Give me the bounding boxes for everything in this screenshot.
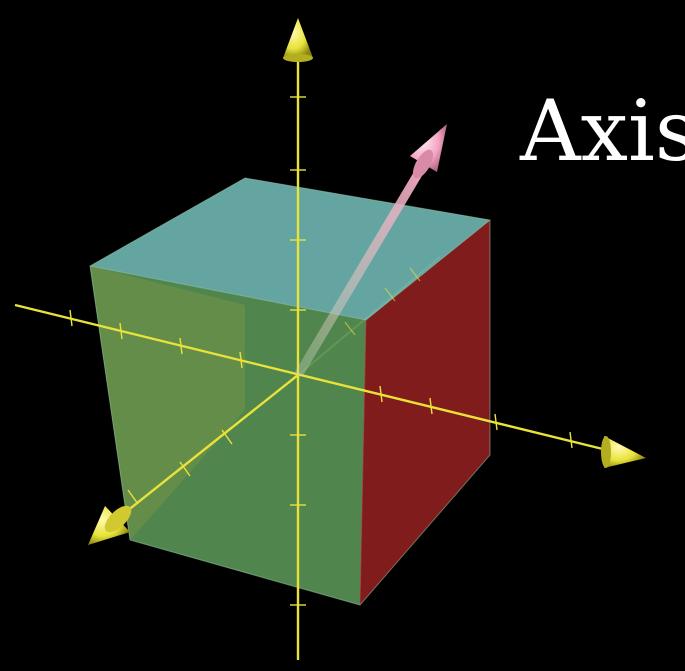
horizontal-axis-ticks bbox=[69, 309, 573, 449]
cube-right-face bbox=[360, 220, 490, 605]
depth-axis-ticks bbox=[127, 429, 233, 505]
cube-edges bbox=[89, 177, 492, 606]
axis-label: Axis bbox=[519, 82, 685, 180]
cone-arrowhead-icon bbox=[88, 505, 132, 545]
horizontal-axis bbox=[14, 303, 616, 454]
cone-arrowhead-icon bbox=[601, 436, 646, 468]
axes bbox=[14, 18, 646, 660]
cube-inner-shade bbox=[90, 266, 245, 540]
cube bbox=[89, 177, 492, 606]
cone-arrowhead-icon bbox=[410, 124, 447, 179]
vector-shaft bbox=[295, 157, 430, 377]
vertical-axis-ticks bbox=[290, 96, 306, 606]
rotation-axis-vector bbox=[295, 124, 447, 377]
cone-arrowhead-icon bbox=[283, 18, 313, 62]
cube-front-right-edge bbox=[359, 319, 367, 606]
depth-axis bbox=[111, 374, 299, 524]
back-axis-ticks bbox=[344, 267, 421, 336]
